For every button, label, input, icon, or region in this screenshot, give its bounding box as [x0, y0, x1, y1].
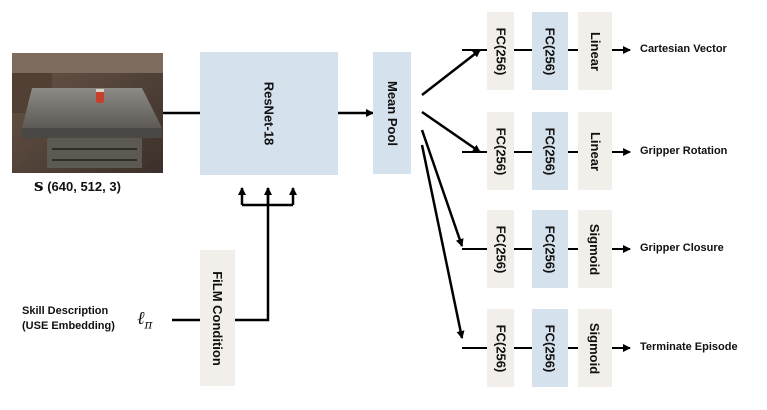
head-1-output: Cartesian Vector [640, 43, 727, 55]
input-image [12, 53, 163, 173]
mean-pool-label: Mean Pool [384, 80, 400, 146]
skill-line1: Skill Description [22, 305, 109, 317]
head-2-output: Gripper Rotation [640, 145, 728, 157]
head-1-fc1-label: FC(256) [493, 27, 508, 75]
film-block: FiLM Condition [200, 250, 235, 386]
head-1-fc1: FC(256) [487, 12, 514, 90]
head-2-out-layer: Linear [578, 112, 612, 190]
head-2-fc1: FC(256) [487, 112, 514, 190]
head-4-out-layer: Sigmoid [578, 309, 612, 387]
head-3-fc1: FC(256) [487, 210, 514, 288]
head-1-out-layer: Linear [578, 12, 612, 90]
head-3-fc2: FC(256) [532, 210, 568, 288]
film-label: FiLM Condition [210, 270, 225, 366]
head-3-output: Gripper Closure [640, 242, 724, 254]
head-4-out-layer-label: Sigmoid [587, 322, 603, 374]
language-ell: ℓ [137, 308, 145, 329]
head-3-fc1-label: FC(256) [493, 225, 508, 273]
skill-description: Skill Description (USE Embedding) [22, 304, 115, 334]
head-2-out-layer-label: Linear [587, 131, 603, 171]
head-1-fc2-label: FC(256) [542, 27, 558, 75]
state-label: s (640, 512, 3) [34, 176, 121, 196]
head-2-fc2: FC(256) [532, 112, 568, 190]
head-4-fc1: FC(256) [487, 309, 514, 387]
language-subscript: π [144, 317, 153, 332]
language-symbol: ℓπ [137, 308, 152, 332]
head-4-output: Terminate Episode [640, 341, 738, 353]
head-1-out-layer-label: Linear [587, 31, 603, 71]
mean-pool-block: Mean Pool [373, 52, 411, 174]
resnet-label: ResNet-18 [261, 81, 277, 146]
head-1-fc2: FC(256) [532, 12, 568, 90]
skill-line2: (USE Embedding) [22, 320, 115, 332]
head-4-fc1-label: FC(256) [493, 324, 508, 372]
head-2-fc1-label: FC(256) [493, 127, 508, 175]
resnet-block: ResNet-18 [200, 52, 338, 175]
head-3-out-layer-label: Sigmoid [587, 223, 603, 275]
state-symbol: s [34, 176, 44, 196]
head-3-fc2-label: FC(256) [542, 225, 558, 273]
head-4-fc2: FC(256) [532, 309, 568, 387]
head-3-out-layer: Sigmoid [578, 210, 612, 288]
head-2-fc2-label: FC(256) [542, 127, 558, 175]
head-4-fc2-label: FC(256) [542, 324, 558, 372]
state-shape: (640, 512, 3) [47, 179, 121, 194]
